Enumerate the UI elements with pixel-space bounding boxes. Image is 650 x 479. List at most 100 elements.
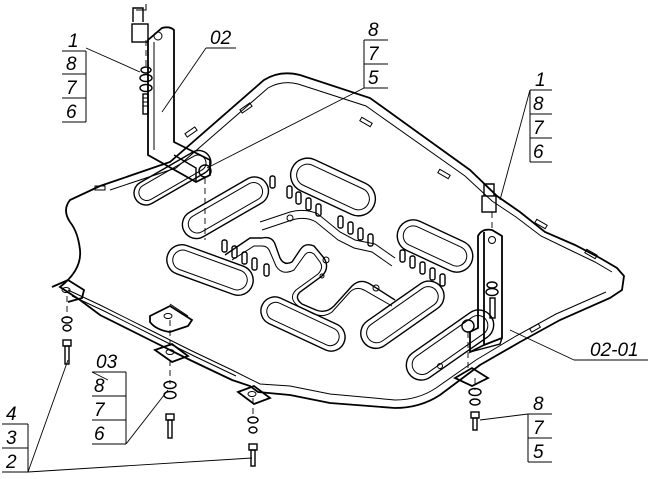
bolt (142, 93, 149, 115)
callout-bottom-left: 4 3 2 (2, 404, 29, 473)
bracket-02-01 (461, 183, 503, 354)
bolt-head (483, 183, 495, 196)
bolt (472, 417, 478, 431)
front-bracket-right-hole (247, 391, 257, 397)
callout-label: 8 (94, 376, 105, 397)
washer (248, 426, 258, 434)
callout-label: 5 (368, 68, 379, 89)
center-stiffener-inner (231, 245, 393, 317)
callout-label: 7 (368, 44, 380, 65)
notch (534, 218, 548, 230)
bracket-02-01-top-tab (481, 195, 497, 213)
bracket-02-upright (147, 26, 211, 184)
notch (184, 126, 198, 138)
louvre-tabs (221, 175, 446, 287)
washer (62, 324, 72, 332)
louvre-tab (286, 185, 293, 199)
louvre-tab (419, 261, 426, 275)
louvre-tab (347, 221, 354, 235)
hole (286, 214, 294, 222)
louvre-tab (221, 239, 228, 253)
notch (359, 116, 373, 128)
front-brackets (51, 278, 490, 406)
slot (396, 219, 474, 273)
callout-label: 7 (533, 418, 545, 439)
notch (94, 185, 106, 191)
callout-label: 1 (68, 31, 79, 52)
front-bracket-mid (153, 342, 190, 364)
louvre-tab (269, 175, 276, 189)
callout-part-02: 02 (210, 28, 232, 49)
callout-label: 2 (5, 452, 17, 473)
callout-label: 1 (535, 70, 546, 91)
notch (437, 168, 451, 180)
center-stiffener-outer-2 (261, 217, 393, 267)
louvre-tab (399, 249, 406, 263)
leader-line (27, 457, 253, 473)
slot (360, 280, 445, 350)
callout-label: 3 (6, 428, 17, 449)
bracket-02-01-hole (461, 319, 475, 333)
callout-label: 7 (66, 78, 78, 99)
callout-part-02-01: 02-01 (590, 340, 639, 361)
louvre-tab (251, 257, 258, 271)
bolt-head (62, 339, 72, 347)
callout-label: 6 (94, 424, 105, 445)
bracket-02-top-hole (153, 31, 163, 41)
center-stiffener (224, 236, 396, 313)
callout-label: 4 (6, 404, 17, 425)
notch (528, 323, 542, 333)
slot-inner (187, 182, 264, 234)
plate-front-lip-2 (71, 295, 237, 377)
front-bracket-right (236, 384, 272, 406)
louvre-tab (337, 215, 344, 229)
hole (319, 273, 325, 279)
louvre-tab (315, 203, 322, 217)
callout-top-left: 1 8 7 6 (62, 31, 87, 123)
slot-inner (172, 249, 248, 291)
leader-line (161, 47, 207, 113)
notch (584, 248, 598, 260)
callout-bottom-right: 8 7 5 (527, 394, 552, 463)
washer (486, 281, 498, 289)
notch (239, 102, 253, 114)
hole (322, 256, 330, 264)
leader-line (27, 359, 69, 473)
center-stiffener-outer (259, 209, 396, 259)
bracket-02-01-top-hole (488, 236, 496, 244)
louvre-tab (409, 255, 416, 269)
louvre-tab (305, 197, 312, 211)
callout-label: 8 (533, 394, 544, 415)
callout-label: 7 (533, 118, 545, 139)
slot (289, 157, 377, 217)
callout-label: 6 (66, 102, 77, 123)
leader-line (85, 47, 141, 73)
callout-label: 8 (533, 94, 544, 115)
leader-lines (27, 47, 648, 473)
edge-notches (94, 102, 598, 333)
louvre-tab (439, 273, 446, 287)
hole (437, 363, 443, 369)
plate-outline (58, 72, 625, 409)
bolt-head (248, 443, 258, 451)
leader-line (125, 389, 169, 445)
nut (139, 83, 153, 93)
bracket-03-hole (163, 313, 173, 319)
bracket-02-hole (198, 164, 212, 178)
front-bracket-mid-hole (165, 349, 175, 355)
bolt (167, 419, 173, 439)
slot-inner (138, 154, 207, 201)
louvre-tab (295, 191, 302, 205)
washer (247, 416, 259, 424)
louvre-tab (367, 233, 374, 247)
leader-line (509, 329, 575, 361)
louvre-tab (241, 251, 248, 265)
leader-line (169, 303, 189, 317)
slot (260, 296, 346, 352)
louvre-tab (429, 267, 436, 281)
slot-inner (296, 163, 370, 211)
callout-label: 03 (96, 352, 118, 373)
bolt (64, 345, 70, 365)
slot (405, 309, 495, 381)
assembly-axes (66, 40, 493, 418)
